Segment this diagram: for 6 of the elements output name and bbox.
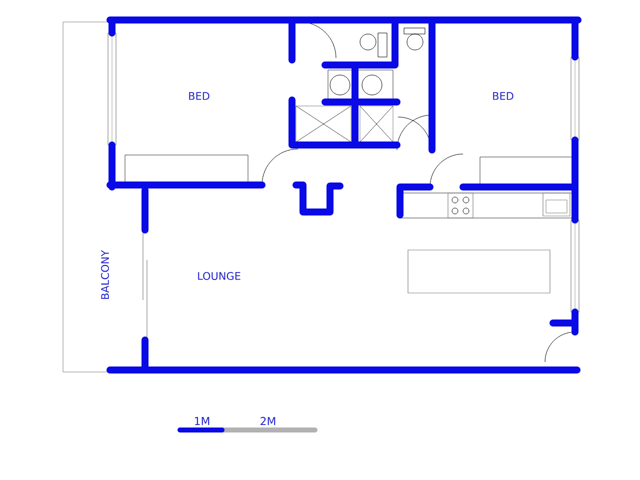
room-label: LOUNGE — [198, 272, 240, 280]
room-label: BED — [189, 92, 210, 100]
scale-label: 2M — [260, 416, 276, 426]
scale-label: 1M — [195, 417, 210, 425]
room-label: BED — [493, 92, 514, 100]
room-label: BALCONY — [101, 250, 109, 299]
